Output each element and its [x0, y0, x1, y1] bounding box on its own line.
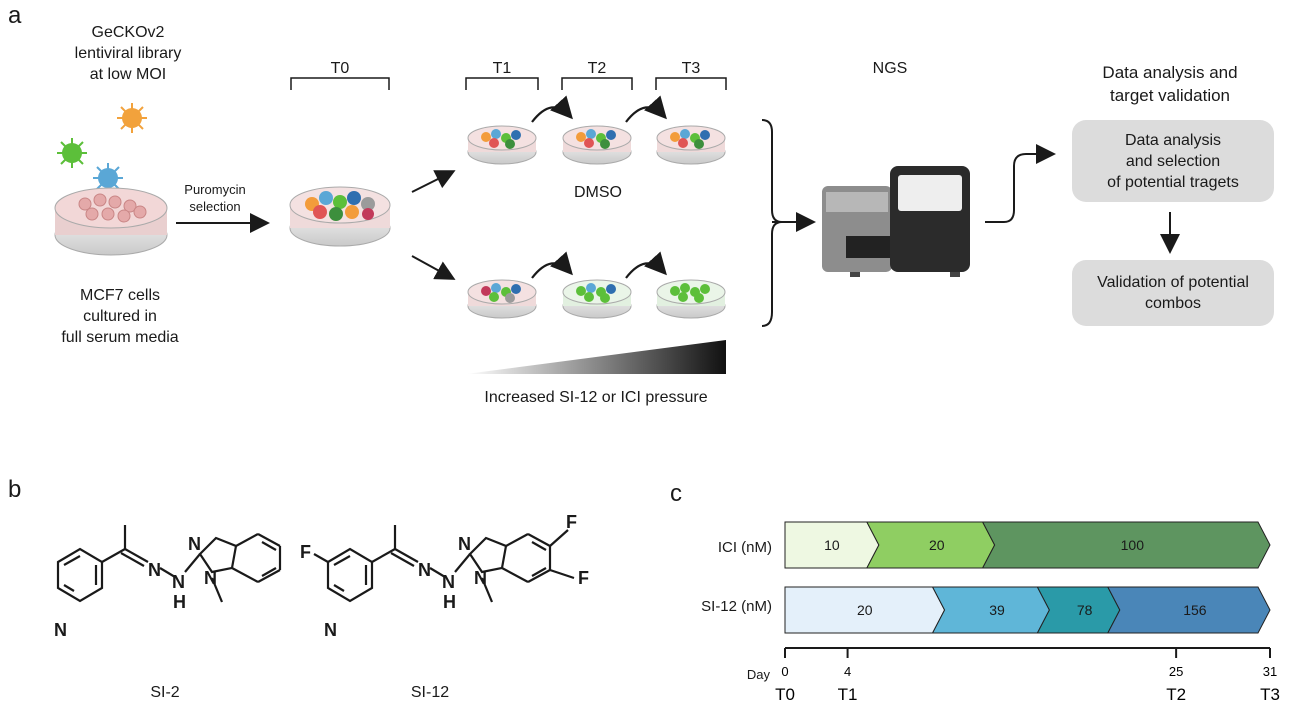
cell-dish-initial — [54, 187, 168, 256]
si12-imidazole-ring — [468, 536, 508, 574]
to-analysis-arrow — [985, 144, 1056, 223]
fork-arrow-dmso — [411, 170, 456, 193]
si12-n-benz1: N — [458, 534, 471, 554]
si12-h: H — [443, 592, 456, 612]
si12-name: SI-12 — [410, 684, 450, 701]
pressure-label: Increased SI-12 or ICI pressure — [484, 389, 708, 406]
t1-bracket — [465, 77, 539, 90]
day-tick-label: 4 — [844, 664, 851, 679]
cell-dish-t0 — [289, 186, 391, 247]
si2-h: H — [173, 592, 186, 612]
timepoint-tick-label: T3 — [1260, 685, 1280, 704]
t2-label: T2 — [587, 60, 607, 77]
si2-pyridine-ring — [56, 547, 104, 603]
pressure-ramp — [466, 340, 726, 374]
dose-value-label: 10 — [824, 537, 840, 553]
timepoint-tick-label: T2 — [1166, 685, 1186, 704]
si12-n-benz2: N — [474, 568, 487, 588]
treatment-dishes — [467, 251, 726, 319]
dose-segment — [1106, 586, 1271, 634]
si2-n-benz2: N — [204, 568, 217, 588]
day-tick-label: 0 — [781, 664, 788, 679]
si2-n-pyridine: N — [54, 620, 67, 640]
t0-bracket — [290, 77, 390, 90]
fork-arrow-treatment — [411, 255, 456, 280]
workflow-diagram — [54, 77, 1180, 374]
chemical-structures: N N N H N N F N N N H N N F F — [54, 512, 589, 640]
t1-label: T1 — [492, 60, 512, 77]
si12-pyridine-ring — [326, 547, 374, 603]
dmso-dishes — [467, 95, 726, 165]
timepoint-tick-label: T1 — [838, 685, 858, 704]
day-tick-label: 25 — [1169, 664, 1183, 679]
t0-label: T0 — [330, 60, 350, 77]
panel-letter-c: c — [670, 480, 682, 507]
dose-segment — [981, 521, 1271, 569]
si2-n-hydrazone2: N — [172, 572, 185, 592]
puromycin-label: Puromycin selection — [184, 182, 246, 214]
dmso-label: DMSO — [574, 184, 622, 201]
validation-box: Validation of potential combos — [1072, 260, 1274, 326]
si2-name: SI-2 — [150, 684, 180, 701]
virus-icon-orange — [117, 103, 147, 133]
t3-bracket — [655, 77, 727, 90]
virus-icon-green — [57, 138, 87, 168]
si2-imidazole-ring — [198, 536, 238, 574]
si2-n-benz1: N — [188, 534, 201, 554]
sequencer-icon — [822, 166, 970, 277]
si12-n-pyridine: N — [324, 620, 337, 640]
si12-f1: F — [566, 512, 577, 532]
si12-n-hydrazone2: N — [442, 572, 455, 592]
dose-value-label: 20 — [929, 537, 945, 553]
ici-row-label: ICI (nM) — [717, 539, 772, 556]
t3-label: T3 — [681, 60, 701, 77]
dose-value-label: 100 — [1121, 537, 1145, 553]
dose-value-label: 39 — [989, 602, 1005, 618]
day-label: Day — [746, 667, 770, 682]
ngs-label: NGS — [872, 60, 908, 77]
day-tick-label: 31 — [1263, 664, 1277, 679]
panel-letter-b: b — [8, 476, 22, 503]
dose-value-label: 156 — [1183, 602, 1207, 618]
si2-n-hydrazone1: N — [148, 560, 161, 580]
panel-letter-a: a — [8, 2, 22, 29]
analysis-box: Data analysis and selection of potential… — [1072, 120, 1274, 202]
dose-value-label: 20 — [857, 602, 873, 618]
si12-n-hydrazone1: N — [418, 560, 431, 580]
t2-bracket — [561, 77, 633, 90]
timepoint-tick-label: T0 — [775, 685, 795, 704]
cells-label: MCF7 cells cultured in full serum media — [61, 287, 179, 346]
analysis-title: Data analysis and target validation — [1102, 63, 1238, 105]
library-label: GeCKOv2 lentiviral library at low MOI — [74, 24, 182, 83]
si12-f2: F — [578, 568, 589, 588]
si12-row-label: SI-12 (nM) — [701, 598, 772, 615]
si12-f-pyridine: F — [300, 542, 311, 562]
dose-value-label: 78 — [1077, 602, 1093, 618]
